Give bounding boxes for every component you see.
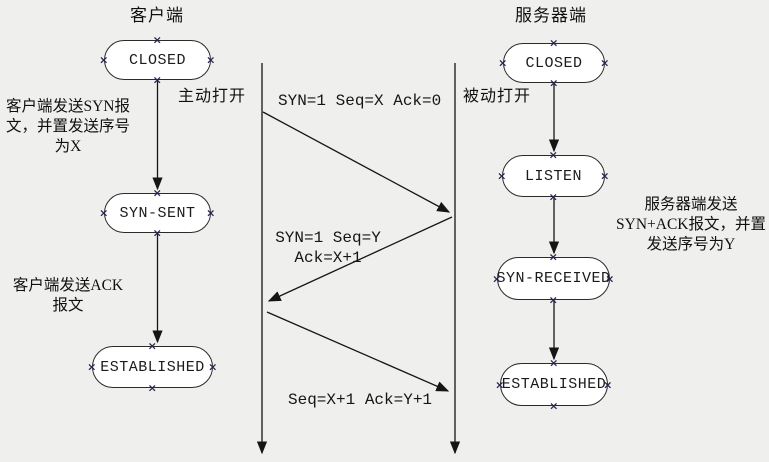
state-label: SYN-RECEIVED [496, 270, 611, 287]
state-label: CLOSED [128, 51, 186, 69]
message-label-ack: Seq=X+1 Ack=Y+1 [288, 391, 433, 409]
server-state-listen[interactable]: LISTEN × × × × [497, 150, 609, 203]
client-active-open-label: 主动打开 [178, 88, 247, 105]
client-state-established[interactable]: ESTABLISHED × × × × [87, 341, 217, 394]
state-label: CLOSED [525, 54, 583, 72]
client-state-syn-sent[interactable]: SYN-SENT × × × × [99, 188, 215, 239]
state-label: ESTABLISHED [501, 376, 607, 393]
server-state-established[interactable]: ESTABLISHED × × × × [495, 358, 612, 412]
message-arrow-synack [267, 216, 453, 302]
message-label-synack: SYN=1 Seq=Y Ack=X+1 [275, 229, 381, 267]
message-arrow-syn [262, 111, 451, 213]
server-title: 服务器端 [515, 6, 587, 25]
state-label: ESTABLISHED [100, 358, 205, 376]
client-syn-note: 客户端发送SYN报 文，并置发送序号 为X [5, 98, 130, 155]
server-synack-note: 服务器端发送 SYN+ACK报文，并置 发送序号为Y [616, 196, 766, 253]
state-label: SYN-SENT [119, 204, 196, 222]
message-label-syn: SYN=1 Seq=X Ack=0 [278, 92, 442, 110]
message-arrow-ack [266, 311, 450, 392]
server-state-syn-received[interactable]: SYN-RECEIVED × × × × [492, 252, 614, 306]
state-label: LISTEN [524, 167, 582, 185]
client-title: 客户端 [130, 6, 184, 25]
client-state-closed[interactable]: CLOSED × × × × [99, 35, 215, 86]
server-state-closed[interactable]: CLOSED × × × × [498, 38, 609, 89]
server-passive-open-label: 被动打开 [463, 88, 532, 105]
client-ack-note: 客户端发送ACK 报文 [12, 277, 124, 314]
